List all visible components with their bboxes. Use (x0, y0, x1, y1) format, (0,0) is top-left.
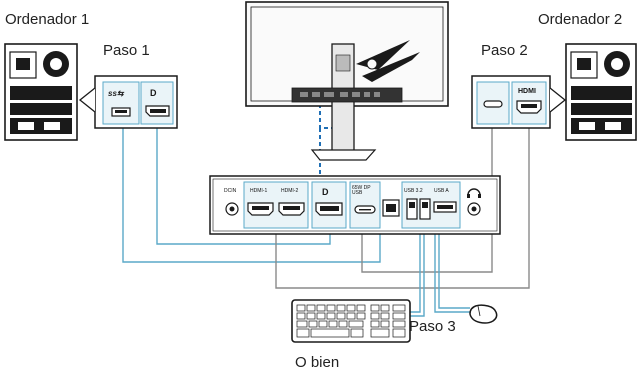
headphone-icon (467, 188, 481, 216)
keyboard-icon (291, 299, 411, 343)
displayport-icon: D (315, 187, 343, 216)
computer-tower-icon (4, 43, 78, 141)
cable-mouse-2 (438, 232, 470, 309)
cable-keyboard-2 (410, 232, 421, 313)
svg-text:ss⇆: ss⇆ (108, 89, 125, 98)
cable-mouse (434, 232, 480, 313)
computer1-label: Ordenador 1 (5, 11, 90, 28)
cable-pc1-usb (122, 125, 381, 263)
step3-label: Paso 3 (409, 318, 456, 335)
step2-label: Paso 2 (481, 42, 528, 59)
dcin-port (225, 202, 239, 216)
step1-label: Paso 1 (103, 42, 150, 59)
svg-text:D: D (322, 187, 329, 197)
pc2-hdmi-label: HDMI (518, 88, 536, 95)
cable-keyboard (410, 232, 425, 317)
hdmi-2-label: HDMI-2 (281, 188, 299, 194)
usbc-label: 65W DP USB (352, 185, 371, 196)
rog-logo-icon (356, 40, 420, 82)
dcin-label: DCIN (224, 188, 237, 194)
computer-tower-icon (565, 43, 637, 141)
usbc-group (349, 181, 381, 229)
port-panel: D (209, 175, 501, 235)
cable-pc1-dp (156, 125, 331, 245)
usb-b-port (382, 199, 400, 217)
monitor-rear-icon (245, 1, 449, 161)
svg-text:D: D (150, 88, 157, 98)
pc1-port-callout: ss⇆ D (78, 75, 178, 129)
mouse-icon (469, 304, 498, 324)
hdmi-1-label: HDMI-1 (250, 188, 268, 194)
usb-c-icon (354, 205, 376, 214)
usb-icon (406, 198, 457, 220)
cable-pc2-hdmi (275, 126, 530, 289)
usb-a2-label: USB A (434, 188, 449, 194)
pc2-port-callout (471, 75, 567, 129)
hdmi-1-port (247, 202, 274, 216)
computer2-label: Ordenador 2 (538, 11, 623, 28)
usb-a1-label: USB 3.2 (404, 188, 423, 194)
or-label: O bien (295, 354, 340, 371)
hdmi-2-port (278, 202, 305, 216)
